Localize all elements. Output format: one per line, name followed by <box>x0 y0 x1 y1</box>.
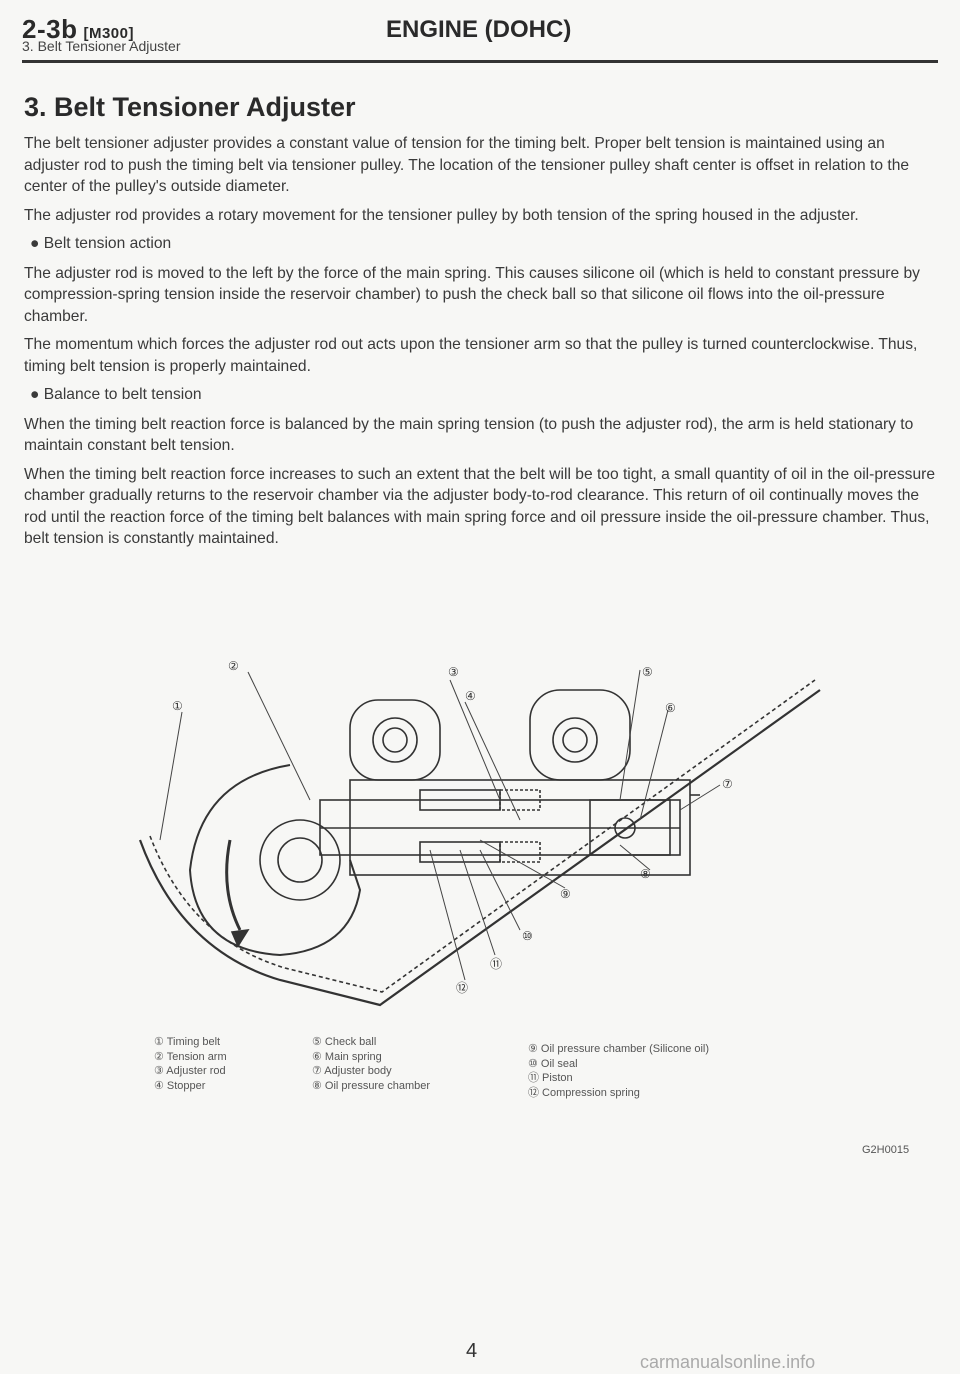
legend-item: ⑩ Oil seal <box>528 1057 578 1070</box>
paragraph-4: The momentum which forces the adjuster r… <box>24 336 918 375</box>
legend-item: ① Timing belt <box>154 1036 221 1048</box>
paragraph-5: When the timing belt reaction force is b… <box>24 415 914 455</box>
legend-item: ③ Adjuster rod <box>154 1065 226 1077</box>
callout-5: ⑤ <box>642 665 653 679</box>
legend-item: ⑧ Oil pressure chamber <box>312 1079 431 1092</box>
callout-1: ① <box>172 699 183 713</box>
callout-9: ⑨ <box>560 887 571 901</box>
tensioner-diagram: ① ② ③ ④ ⑤ ⑥ ⑦ ⑧ ⑨ ⑩ ⑪ ⑫ <box>138 659 821 1007</box>
section-title: 3. Belt Tensioner Adjuster <box>24 92 356 122</box>
pulley-shaft <box>259 819 341 901</box>
paragraph-1: The belt tensioner adjuster provides a c… <box>24 135 910 195</box>
legend-column-2: ⑤ Check ball ⑥ Main spring ⑦ Adjuster bo… <box>312 1035 430 1093</box>
legend-item: ⑤ Check ball <box>312 1036 377 1048</box>
mount-left <box>349 699 441 781</box>
header-model: [M300] <box>83 25 134 42</box>
watermark: carmanualsonline.info <box>640 1352 816 1372</box>
rotation-arrow <box>225 839 242 931</box>
callout-12: ⑫ <box>456 981 468 995</box>
legend-item: ⑥ Main spring <box>312 1050 382 1063</box>
paragraph-3: The adjuster rod is moved to the left by… <box>24 264 920 325</box>
body-text: The belt tensioner adjuster provides a c… <box>24 133 940 557</box>
timing-belt <box>138 689 821 1007</box>
paragraph-6: When the timing belt reaction force incr… <box>24 465 935 548</box>
callout-11: ⑪ <box>490 957 502 971</box>
bullet-balance-to-belt-tension: ● Balance to belt tension <box>30 386 202 403</box>
paragraph-2: The adjuster rod provides a rotary movem… <box>24 206 859 224</box>
tension-arm <box>188 764 362 957</box>
callout-6: ⑥ <box>665 701 676 715</box>
legend-item: ⑨ Oil pressure chamber (Silicone oil) <box>528 1043 710 1055</box>
legend-item: ⑫ Compression spring <box>528 1086 640 1099</box>
legend-item: ⑦ Adjuster body <box>312 1065 392 1077</box>
callout-4: ④ <box>465 689 476 703</box>
legend-item: ④ Stopper <box>154 1079 206 1092</box>
bullet-belt-tension-action: ● Belt tension action <box>30 235 172 252</box>
callout-10: ⑩ <box>522 929 533 943</box>
mount-right <box>529 689 631 781</box>
header-rule <box>22 60 938 63</box>
legend-column-1: ① Timing belt ② Tension arm ③ Adjuster r… <box>154 1035 227 1093</box>
legend-item: ⑪ Piston <box>528 1072 573 1084</box>
legend-item: ② Tension arm <box>154 1050 227 1063</box>
page-number: 4 <box>466 1340 478 1362</box>
callout-8: ⑧ <box>640 867 651 881</box>
check-ball <box>614 817 636 839</box>
callout-7: ⑦ <box>722 777 733 791</box>
header-title: ENGINE (DOHC) <box>386 16 572 43</box>
callout-3: ③ <box>448 665 459 679</box>
header-code: 2-3b[M300] <box>22 14 134 44</box>
header-subtitle: 3. Belt Tensioner Adjuster <box>22 38 181 54</box>
legend-column-3: ⑨ Oil pressure chamber (Silicone oil) ⑩ … <box>528 1042 709 1100</box>
figure-code: G2H0015 <box>862 1144 910 1156</box>
callout-2: ② <box>228 659 239 673</box>
